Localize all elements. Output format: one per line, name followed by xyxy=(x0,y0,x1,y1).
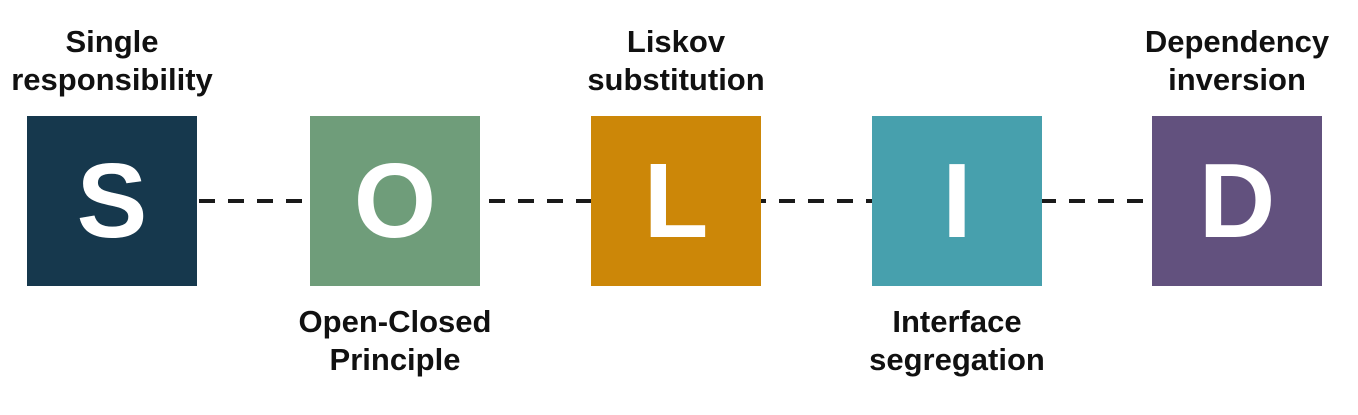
letter-d: D xyxy=(1198,142,1276,260)
letter-l: L xyxy=(643,142,709,260)
square-liskov-substitution: L xyxy=(591,116,761,286)
label-liskov-substitution: Liskov substitution xyxy=(587,24,765,97)
letter-o: O xyxy=(353,142,437,260)
square-dependency-inversion: D xyxy=(1152,116,1322,286)
square-interface-segregation: I xyxy=(872,116,1042,286)
label-single-responsibility: Single responsibility xyxy=(11,24,213,97)
label-interface-segregation: Interface segregation xyxy=(869,304,1045,377)
label-open-closed-principle: Open-Closed Principle xyxy=(298,304,492,377)
label-dependency-inversion: Dependency inversion xyxy=(1144,24,1330,97)
letter-i: I xyxy=(942,142,972,260)
square-single-responsibility: S xyxy=(27,116,197,286)
letter-s: S xyxy=(76,142,148,260)
square-open-closed: O xyxy=(310,116,480,286)
